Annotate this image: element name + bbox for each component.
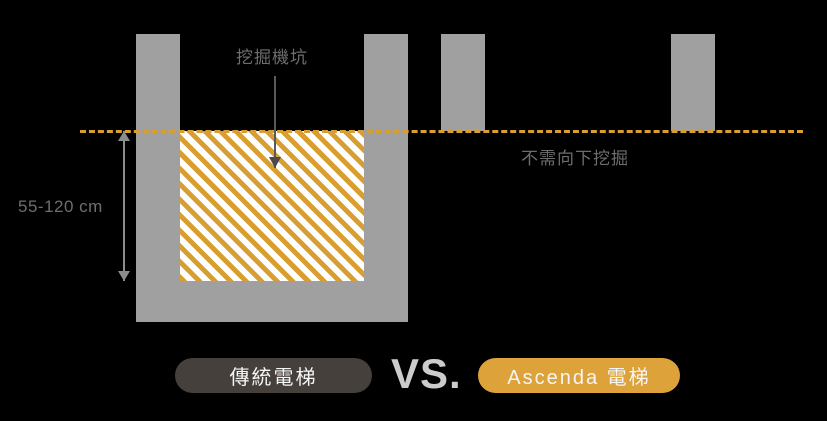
badge-traditional-elevator[interactable]: 傳統電梯: [175, 358, 372, 393]
excavated-pit-hatch: [180, 131, 364, 281]
badge-ascenda-elevator[interactable]: Ascenda 電梯: [478, 358, 680, 393]
pit-callout-label: 挖掘機坑: [236, 48, 308, 67]
ascenda-column-1: [441, 34, 485, 131]
measure-arrowhead-up: [118, 131, 130, 141]
vs-label: VS.: [391, 350, 462, 397]
no-excavation-label: 不需向下挖掘: [521, 149, 629, 168]
callout-arrowhead-down: [269, 157, 281, 168]
callout-arrow-shaft: [274, 76, 276, 168]
measure-shaft: [123, 131, 125, 281]
pit-left-wall: [136, 34, 180, 322]
pit-depth-label: 55-120 cm: [18, 197, 103, 216]
pit-depth-measure-arrow: [118, 131, 130, 281]
pit-callout-arrow: [269, 76, 281, 168]
ground-level-line: [80, 130, 803, 133]
measure-arrowhead-down: [118, 271, 130, 281]
ascenda-column-2: [671, 34, 715, 131]
pit-floor-slab: [136, 281, 408, 322]
pit-right-wall: [364, 34, 408, 322]
